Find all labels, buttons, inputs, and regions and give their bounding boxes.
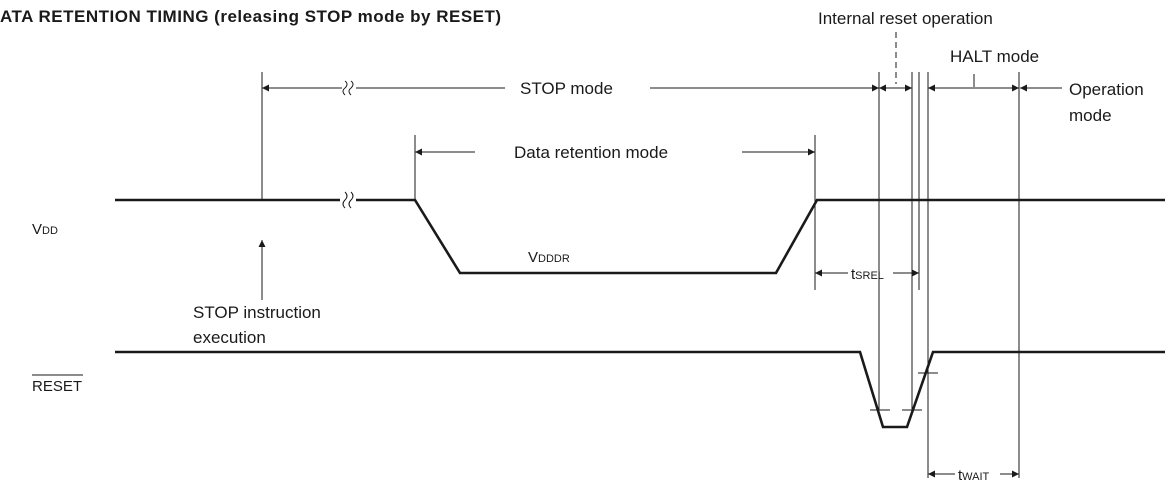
reset-signal-label: RESET — [32, 378, 82, 395]
diagram-title: ATA RETENTION TIMING (releasing STOP mod… — [0, 7, 502, 26]
stop-mode-break-mark — [342, 80, 354, 96]
vdddr-label: VDDDR — [528, 249, 570, 266]
reset-waveform — [115, 350, 1165, 429]
vdd-signal-label: VDD — [32, 221, 58, 238]
tsrel-label: tSREL — [851, 266, 884, 283]
data-retention-label: Data retention mode — [514, 143, 668, 162]
internal-reset-operation-label: Internal reset operation — [818, 9, 993, 28]
operation-mode-label-line2: mode — [1069, 106, 1112, 125]
twait-label: tWAIT — [958, 467, 990, 484]
stop-instruction-label-line2: execution — [193, 328, 266, 347]
operation-mode-label-line1: Operation — [1069, 80, 1144, 99]
halt-mode-label: HALT mode — [950, 47, 1039, 66]
vdd-break-mark — [342, 191, 354, 209]
stop-mode-label: STOP mode — [520, 79, 613, 98]
stop-instruction-label-line1: STOP instruction — [193, 303, 321, 322]
vdd-waveform — [356, 198, 1165, 275]
